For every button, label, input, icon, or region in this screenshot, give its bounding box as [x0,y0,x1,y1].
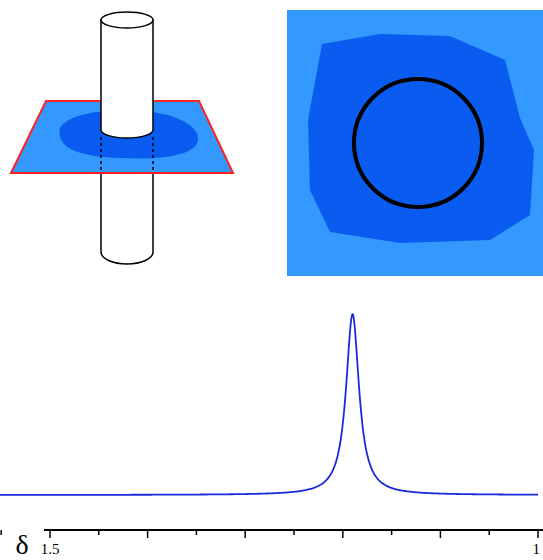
axis-number: 1.5 [41,542,60,557]
axis-tick [0,530,2,535]
slice-view [287,10,543,276]
axis-tick [537,530,539,538]
tube-hidden-edges [101,137,153,173]
axis-tick [391,530,393,535]
axis-ticks [1,530,538,538]
spectrum-line [0,314,538,495]
axis-tick [488,530,490,535]
axis-tick [49,530,51,538]
tube-upper [101,12,153,138]
axis-tick [440,530,442,538]
slice-field-region [308,34,534,243]
axis-tick [342,530,344,538]
axis-number: 1 [533,542,541,557]
axis-tick [147,530,149,538]
axis-symbol: δ [15,531,28,559]
tube-lower [101,173,153,264]
axis-tick [293,530,295,535]
tube-cross-section [354,79,482,207]
axis-tick [196,530,198,535]
axis-tick [244,530,246,538]
axis-tick [98,530,100,535]
